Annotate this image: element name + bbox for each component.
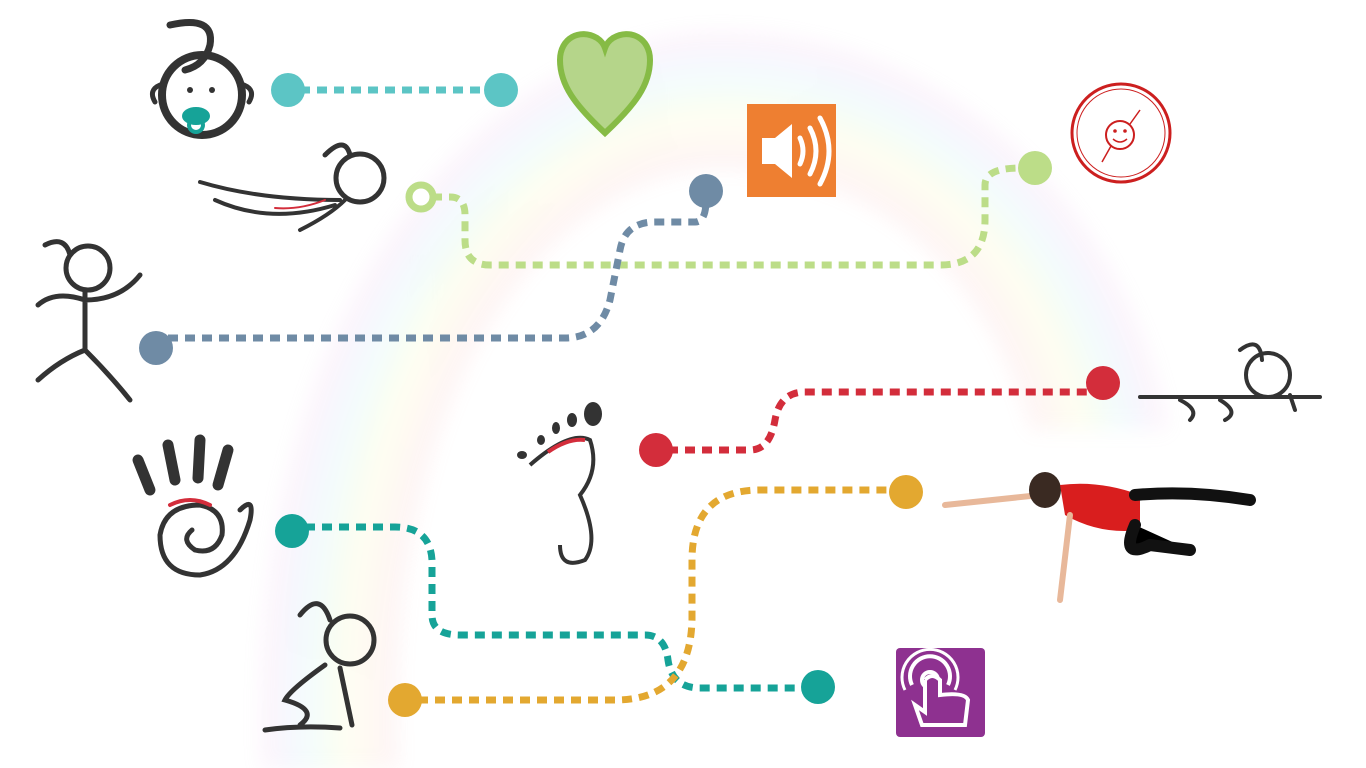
node-orange-start xyxy=(388,683,422,717)
path-green-light xyxy=(432,164,1021,269)
node-red-start xyxy=(639,433,673,467)
exercise-photo xyxy=(942,472,1256,603)
touch-icon xyxy=(896,647,985,737)
lying-child-icon xyxy=(1138,342,1322,422)
handprint-icon xyxy=(132,434,254,578)
node-teal-dark-start xyxy=(275,514,309,548)
node-red-end xyxy=(1086,366,1120,400)
path-slate xyxy=(168,199,710,342)
node-teal-light-start xyxy=(271,73,305,107)
crawling-baby-icon xyxy=(198,142,387,232)
smiley-compass-icon xyxy=(1070,82,1172,184)
heart-icon xyxy=(556,31,654,138)
path-red xyxy=(668,388,1090,454)
node-orange-end xyxy=(889,475,923,509)
node-teal-light-end xyxy=(484,73,518,107)
speaker-icon xyxy=(747,104,836,197)
node-green-start xyxy=(405,181,437,213)
jumping-child-icon xyxy=(35,239,143,403)
node-slate-end xyxy=(689,174,723,208)
node-teal-dark-end xyxy=(801,670,835,704)
footprint-icon xyxy=(517,402,602,565)
sitting-child-icon xyxy=(262,601,377,733)
node-green-end xyxy=(1018,151,1052,185)
baby-pacifier-icon xyxy=(149,19,255,139)
node-slate-start xyxy=(139,331,173,365)
rainbow-background xyxy=(261,32,1167,768)
path-orange xyxy=(418,486,890,704)
